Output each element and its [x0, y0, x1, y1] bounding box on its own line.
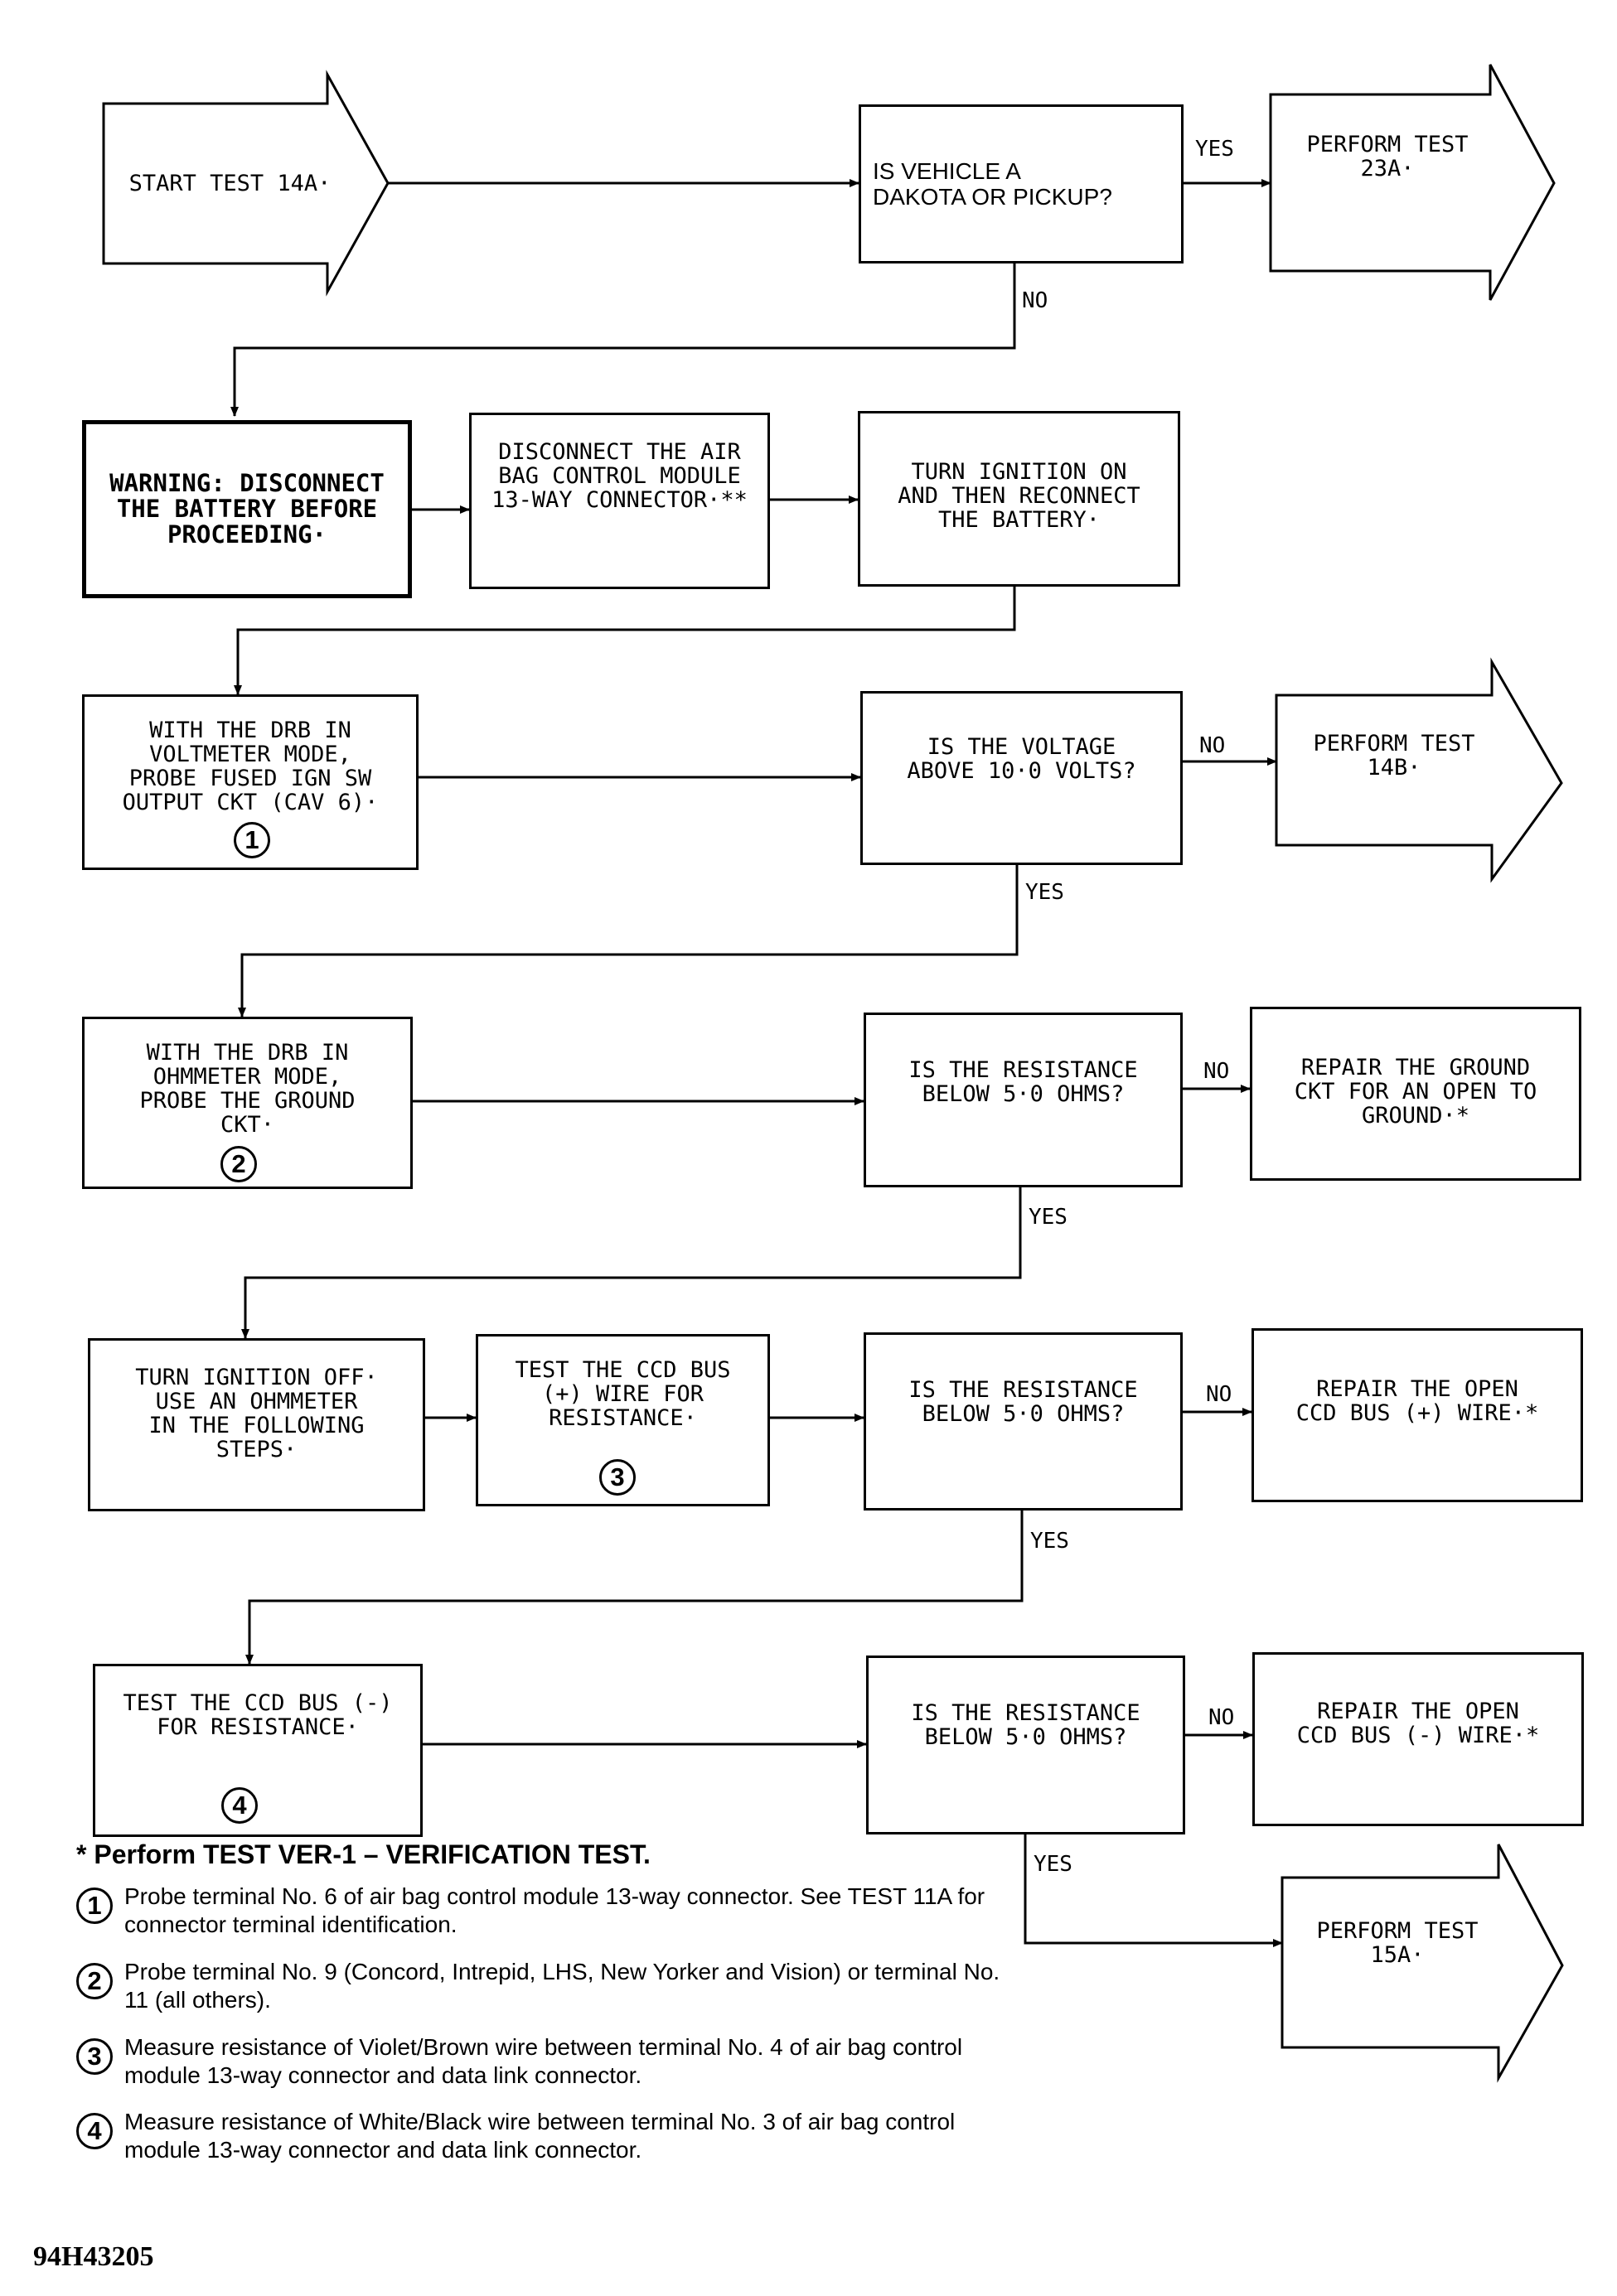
- warning-label: WARNING: DISCONNECT THE BATTERY BEFORE P…: [109, 468, 385, 549]
- note-text-1: Probe terminal No. 6 of air bag control …: [124, 1883, 985, 1937]
- q-voltage-decision: IS THE VOLTAGE ABOVE 10·0 VOLTS?: [860, 691, 1183, 865]
- test-minus-box: TEST THE CCD BUS (-) FOR RESISTANCE· 4: [93, 1664, 423, 1837]
- repair-minus-label: REPAIR THE OPEN CCD BUS (-) WIRE·*: [1296, 1699, 1540, 1749]
- repair-minus-box: REPAIR THE OPEN CCD BUS (-) WIRE·*: [1252, 1652, 1584, 1826]
- edge-q-vehicle-no: [230, 263, 1016, 417]
- perform-15a-label: PERFORM TEST 15A·: [1316, 1918, 1479, 1969]
- perform-14b-label: PERFORM TEST 14B·: [1313, 731, 1475, 781]
- step-badge-2: 2: [220, 1146, 257, 1182]
- ignition-on-label: TURN IGNITION ON AND THEN RECONNECT THE …: [898, 459, 1140, 534]
- edge-label-no-3: NO: [1203, 1059, 1230, 1084]
- disconnect-box: DISCONNECT THE AIR BAG CONTROL MODULE 13…: [469, 413, 770, 589]
- edge-label-yes-5: YES: [1034, 1852, 1072, 1877]
- start-test-label: START TEST 14A·: [128, 170, 332, 196]
- q-res1-label: IS THE RESISTANCE BELOW 5·0 OHMS?: [908, 1057, 1138, 1108]
- edge-label-yes-3: YES: [1029, 1205, 1068, 1230]
- q-res3-label: IS THE RESISTANCE BELOW 5·0 OHMS?: [911, 1700, 1140, 1751]
- note-text-3: Measure resistance of Violet/Brown wire …: [124, 2034, 963, 2088]
- figure-id: 94H43205: [33, 2241, 154, 2272]
- ignition-on-box: TURN IGNITION ON AND THEN RECONNECT THE …: [858, 411, 1180, 587]
- step-badge-3: 3: [599, 1459, 636, 1496]
- note-badge-2: 2: [76, 1963, 113, 1999]
- test-plus-label: TEST THE CCD BUS (+) WIRE FOR RESISTANCE…: [515, 1357, 731, 1432]
- ohmmeter-label: WITH THE DRB IN OHMMETER MODE, PROBE THE…: [139, 1040, 356, 1138]
- warning-box: WARNING: DISCONNECT THE BATTERY BEFORE P…: [82, 420, 412, 598]
- disconnect-label: DISCONNECT THE AIR BAG CONTROL MODULE 13…: [491, 439, 748, 514]
- edge-label-no-2: NO: [1199, 733, 1226, 758]
- step-badge-1: 1: [234, 822, 270, 858]
- note-badge-3: 3: [76, 2038, 113, 2075]
- q-vehicle-decision: IS VEHICLE A DAKOTA OR PICKUP?: [859, 104, 1184, 263]
- repair-plus-label: REPAIR THE OPEN CCD BUS (+) WIRE·*: [1295, 1376, 1539, 1427]
- q-res2-label: IS THE RESISTANCE BELOW 5·0 OHMS?: [908, 1377, 1138, 1428]
- perform-23a-label: PERFORM TEST 23A·: [1306, 132, 1469, 182]
- ignition-off-label: TURN IGNITION OFF· USE AN OHMMETER IN TH…: [135, 1365, 378, 1463]
- repair-ground-box: REPAIR THE GROUND CKT FOR AN OPEN TO GRO…: [1250, 1007, 1581, 1181]
- test-plus-box: TEST THE CCD BUS (+) WIRE FOR RESISTANCE…: [476, 1334, 770, 1506]
- edge-ignition-to-voltmeter: [234, 587, 1016, 695]
- perform-23a-node: PERFORM TEST 23A·: [1271, 94, 1554, 271]
- note-badge-4: 4: [76, 2113, 113, 2149]
- note-text-4: Measure resistance of White/Black wire b…: [124, 2109, 956, 2163]
- voltmeter-box: WITH THE DRB IN VOLTMETER MODE, PROBE FU…: [82, 694, 419, 870]
- edge-label-yes-4: YES: [1030, 1529, 1069, 1554]
- edge-label-no-1: NO: [1022, 288, 1048, 313]
- edge-q-res1-yes: [241, 1187, 1022, 1339]
- voltmeter-label: WITH THE DRB IN VOLTMETER MODE, PROBE FU…: [122, 718, 379, 816]
- edge-q-voltage-yes: [238, 865, 1019, 1017]
- edge-label-yes-1: YES: [1195, 137, 1234, 162]
- note-text-2: Probe terminal No. 9 (Concord, Intrepid,…: [124, 1959, 1000, 2013]
- perform-14b-node: PERFORM TEST 14B·: [1276, 695, 1561, 845]
- start-test-node: START TEST 14A·: [104, 104, 390, 263]
- ohmmeter-box: WITH THE DRB IN OHMMETER MODE, PROBE THE…: [82, 1017, 413, 1189]
- edge-label-no-5: NO: [1208, 1705, 1235, 1730]
- edge-label-yes-2: YES: [1025, 880, 1064, 905]
- edge-q-res3-yes: [1024, 1834, 1283, 1947]
- test-minus-label: TEST THE CCD BUS (-) FOR RESISTANCE·: [123, 1690, 393, 1741]
- q-res3-decision: IS THE RESISTANCE BELOW 5·0 OHMS?: [866, 1656, 1185, 1834]
- verification-note: * Perform TEST VER-1 – VERIFICATION TEST…: [76, 1839, 651, 1869]
- repair-plus-box: REPAIR THE OPEN CCD BUS (+) WIRE·*: [1251, 1328, 1583, 1502]
- q-vehicle-label: IS VEHICLE A DAKOTA OR PICKUP?: [873, 157, 1112, 210]
- q-res2-decision: IS THE RESISTANCE BELOW 5·0 OHMS?: [864, 1332, 1183, 1511]
- ignition-off-box: TURN IGNITION OFF· USE AN OHMMETER IN TH…: [88, 1338, 425, 1511]
- q-voltage-label: IS THE VOLTAGE ABOVE 10·0 VOLTS?: [907, 734, 1136, 785]
- q-res1-decision: IS THE RESISTANCE BELOW 5·0 OHMS?: [864, 1013, 1183, 1187]
- perform-15a-node: PERFORM TEST 15A·: [1282, 1878, 1562, 2047]
- edge-q-res2-yes: [245, 1511, 1024, 1665]
- edge-label-no-4: NO: [1206, 1382, 1232, 1407]
- note-badge-1: 1: [76, 1888, 113, 1924]
- repair-ground-label: REPAIR THE GROUND CKT FOR AN OPEN TO GRO…: [1294, 1055, 1537, 1129]
- step-badge-4: 4: [221, 1787, 258, 1824]
